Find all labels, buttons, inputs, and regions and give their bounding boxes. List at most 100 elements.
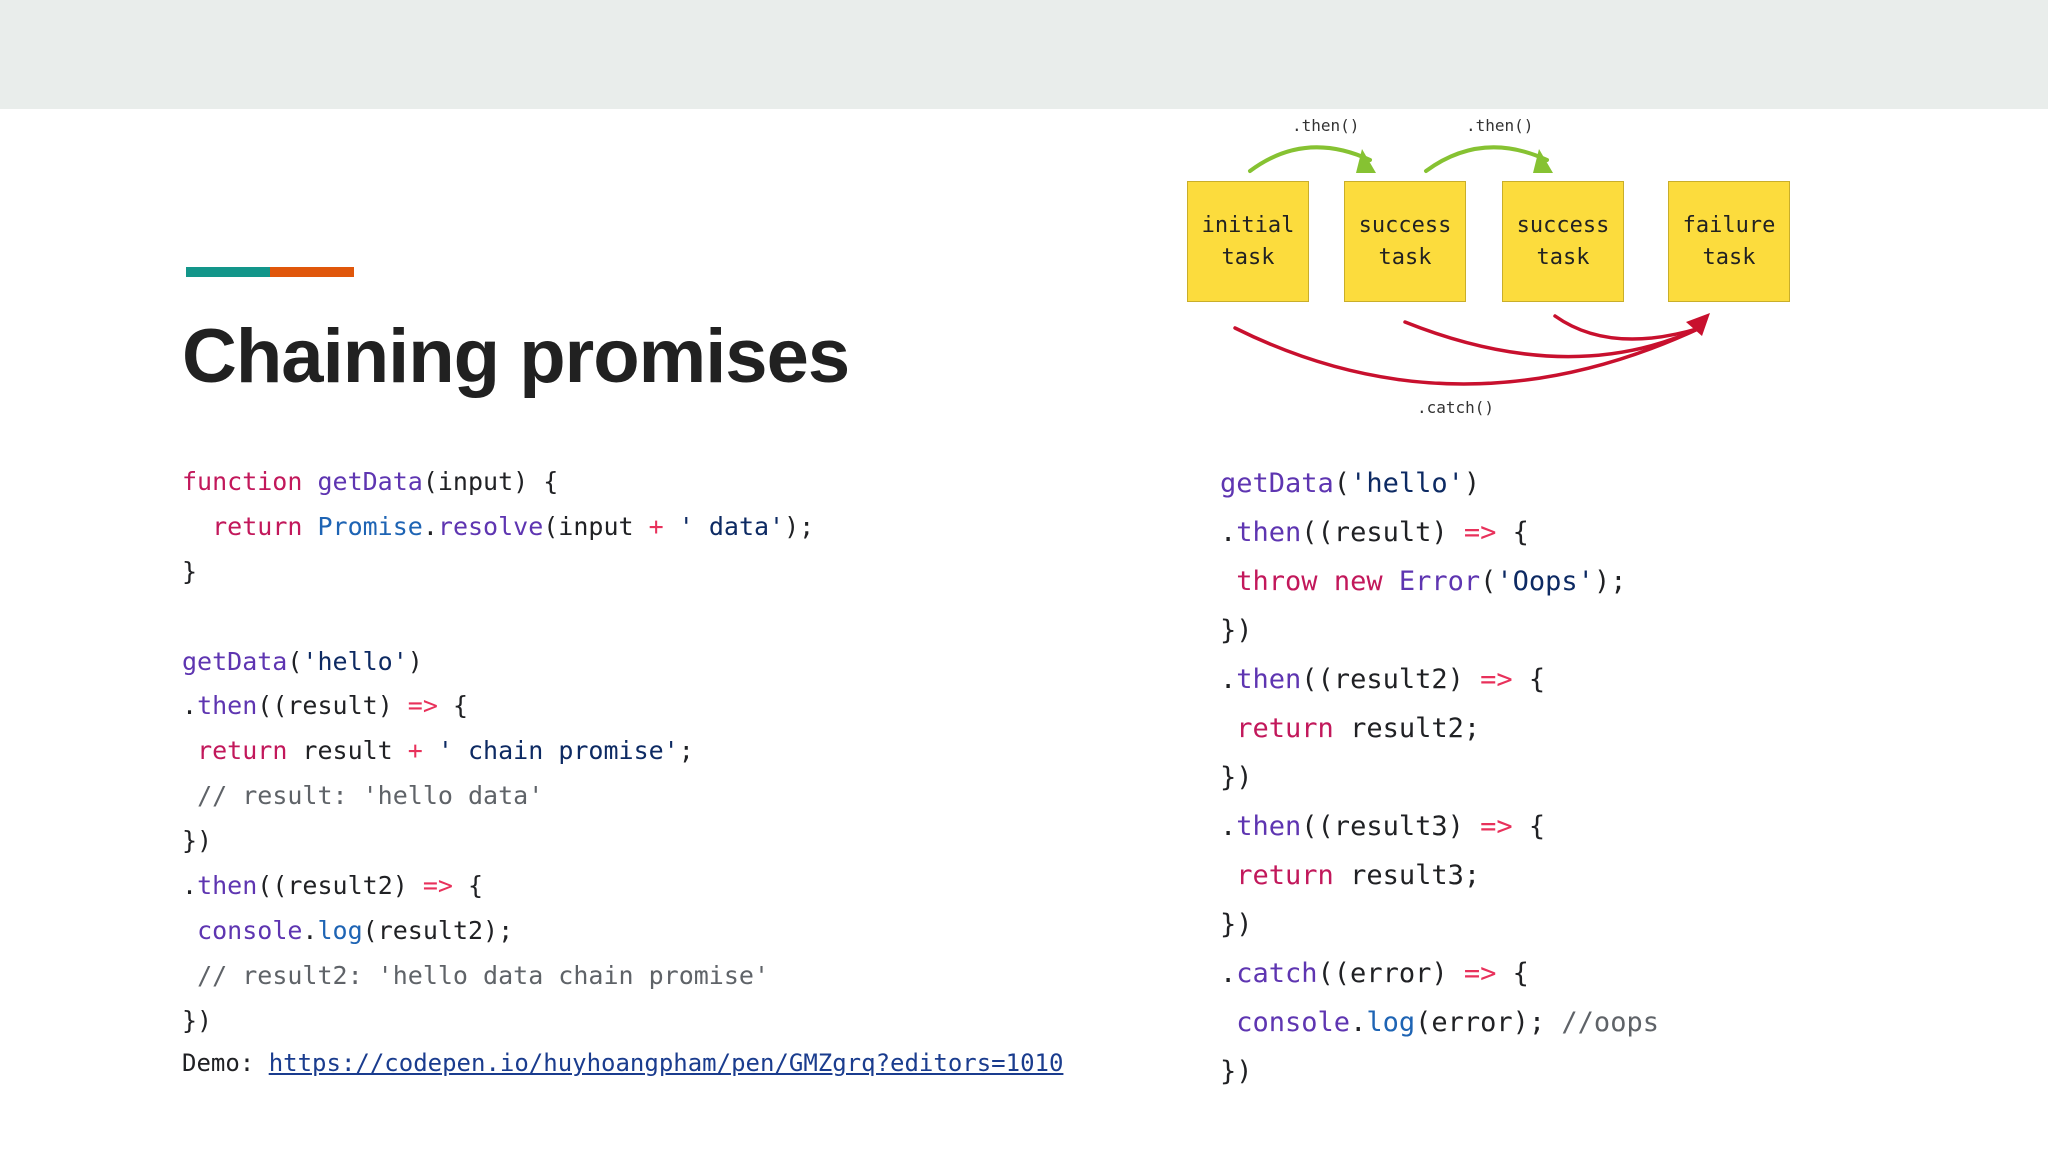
code-token: getData [1220,468,1334,499]
code-token: function [182,467,318,496]
code-token: => [1463,958,1497,989]
code-token [1220,566,1236,597]
catch-label: .catch() [1417,398,1495,417]
code-line: .then((result3) => { [1220,802,1659,851]
code-token: (input) { [422,467,559,496]
code-token: ); [784,511,815,541]
code-token: getData [317,467,423,496]
code-token: // result: 'hello data' [197,781,544,811]
code-token: ) [407,646,423,676]
code-token: ((result) [1301,517,1464,548]
code-token: ((error) [1317,958,1464,989]
code-line: }) [1220,900,1659,949]
code-token: resolve [437,511,544,541]
code-token: . [182,871,198,901]
accent-bar-teal [186,267,270,277]
then-label-2: .then() [1466,116,1534,135]
then-label-1: .then() [1292,116,1360,135]
code-line: }) [182,999,814,1044]
code-line: throw new Error('Oops'); [1220,557,1659,606]
demo-label: Demo: [182,1049,269,1077]
code-line: getData('hello') [1220,459,1659,508]
code-token: return [197,736,303,766]
code-token: }) [182,1005,213,1035]
code-token: console [197,915,303,945]
code-line: return result2; [1220,704,1659,753]
code-line: console.log(result2); [182,909,814,954]
code-token: then [197,871,258,901]
code-token: log [1366,1007,1416,1038]
code-token [182,736,197,765]
code-token: { [437,691,469,721]
code-token: then [197,691,258,721]
top-band [0,0,2048,109]
code-token: }) [1220,1056,1253,1087]
code-token: ((result2) [1301,664,1481,695]
code-token: ((result) [257,691,408,721]
code-token [1220,1007,1236,1038]
code-line: }) [1220,753,1659,802]
code-token: then [1236,664,1302,695]
demo-link[interactable]: https://codepen.io/huyhoangpham/pen/GMZg… [268,1049,1064,1077]
code-token: { [1496,958,1529,989]
code-token: => [1480,811,1513,842]
code-token: getData [182,646,288,676]
code-token: new [1333,566,1399,597]
code-token: ((result2) [257,871,423,901]
task-success-1: success task [1344,181,1466,302]
code-token: 'hello' [1350,468,1464,499]
code-line: return result3; [1220,851,1659,900]
code-token: 'hello' [302,646,408,676]
code-token: + [648,511,664,541]
code-token: //oops [1561,1007,1659,1038]
code-token: Error [1398,566,1481,597]
code-token: { [1496,517,1529,548]
code-token [664,512,679,541]
code-line: .then((result2) => { [182,864,814,909]
code-token: => [407,691,438,721]
code-line: function getData(input) { [182,460,814,505]
code-token: Promise [317,511,423,541]
code-token [182,781,197,810]
code-block-right: getData('hello').then((result) => { thro… [1220,459,1659,1096]
code-line: return result + ' chain promise'; [182,729,814,774]
code-line: return Promise.resolve(input + ' data'); [182,505,814,550]
demo-line: Demo: https://codepen.io/huyhoangpham/pe… [182,1043,1063,1083]
code-token: throw [1236,566,1334,597]
code-line: } [182,550,814,595]
code-line: .catch((error) => { [1220,949,1659,998]
slide-title: Chaining promises [182,314,850,399]
then-arrowhead-1 [1356,149,1376,173]
code-line [182,595,814,640]
code-token [182,602,197,631]
code-token: }) [1220,615,1253,646]
code-token: // result2: 'hello data chain promise' [197,960,770,990]
code-token: 'Oops' [1496,566,1594,597]
code-token [182,961,197,990]
code-token: result [302,736,408,766]
catch-arrowhead [1686,313,1710,336]
code-token: (result2); [362,915,514,945]
code-token: . [1220,664,1237,695]
code-token: return [212,511,318,541]
task-initial: initial task [1187,181,1309,302]
code-token: (error); [1415,1007,1562,1038]
then-arrow-2 [1424,145,1549,173]
code-token [1220,860,1236,891]
code-line: .then((result2) => { [1220,655,1659,704]
code-token: ( [287,646,303,676]
code-token: ) [1463,468,1481,499]
code-token: . [1220,811,1237,842]
code-token: ' data' [678,511,785,541]
then-arrow-1 [1248,145,1372,173]
code-line: .then((result) => { [1220,508,1659,557]
code-token: catch [1236,958,1318,989]
code-line: // result: 'hello data' [182,774,814,819]
code-token [423,736,438,765]
code-token: => [1480,664,1513,695]
code-line: }) [182,819,814,864]
code-token: log [317,915,363,945]
code-token: result2; [1350,713,1481,744]
promise-chain-diagram: .then() .then() initial task success tas… [1170,110,1810,430]
code-token: ; [678,736,694,766]
